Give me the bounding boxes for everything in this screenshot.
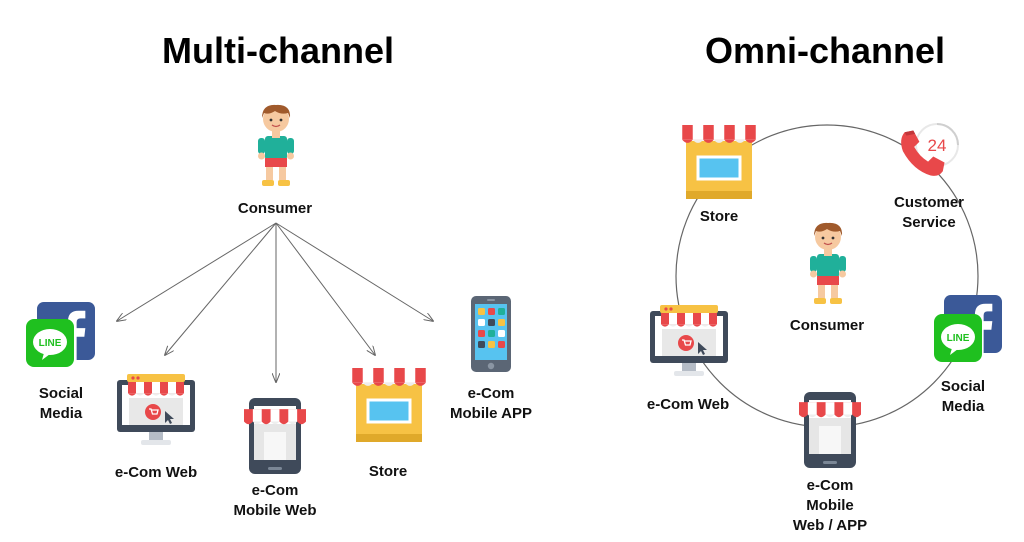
arrow-to-store: [275, 222, 375, 355]
omni-channel-diagram: 24 LINE: [650, 123, 1002, 468]
hours-badge: 24: [928, 136, 947, 155]
line-logo-text: LINE: [39, 338, 62, 349]
omni-line-logo-text: LINE: [947, 333, 970, 344]
customer-service-icon: 24: [901, 123, 959, 176]
omni-store-label: Store: [699, 208, 739, 225]
consumer-person-icon: [257, 104, 295, 187]
mobile-web-tablet-icon: [244, 398, 306, 474]
arrow-to-mobile-app: [275, 222, 433, 321]
arrow-to-social-media: [117, 222, 277, 321]
omni-computer-shop-icon: [650, 305, 728, 376]
arrow-to-ecom-web: [165, 222, 277, 355]
omni-consumer-label: Consumer: [789, 317, 865, 334]
store-icon: [352, 368, 426, 442]
omni-channel-title: Omni-channel: [704, 30, 946, 71]
omni-store-icon: [682, 125, 756, 199]
social-media-icon: LINE: [26, 302, 95, 367]
omni-mobile-tablet-icon: [799, 392, 861, 468]
ecom-web-label: e-Com Web: [114, 464, 198, 481]
consumer-label: Consumer: [237, 200, 313, 217]
multi-channel-diagram: LINE: [26, 104, 511, 474]
store-label: Store: [368, 463, 408, 480]
smartphone-apps-icon: [471, 296, 511, 372]
omni-consumer-person-icon: [809, 222, 847, 305]
omni-ecom-web-label: e-Com Web: [646, 396, 730, 413]
omni-social-media-icon: LINE: [934, 295, 1002, 362]
multi-channel-title: Multi-channel: [162, 30, 394, 71]
